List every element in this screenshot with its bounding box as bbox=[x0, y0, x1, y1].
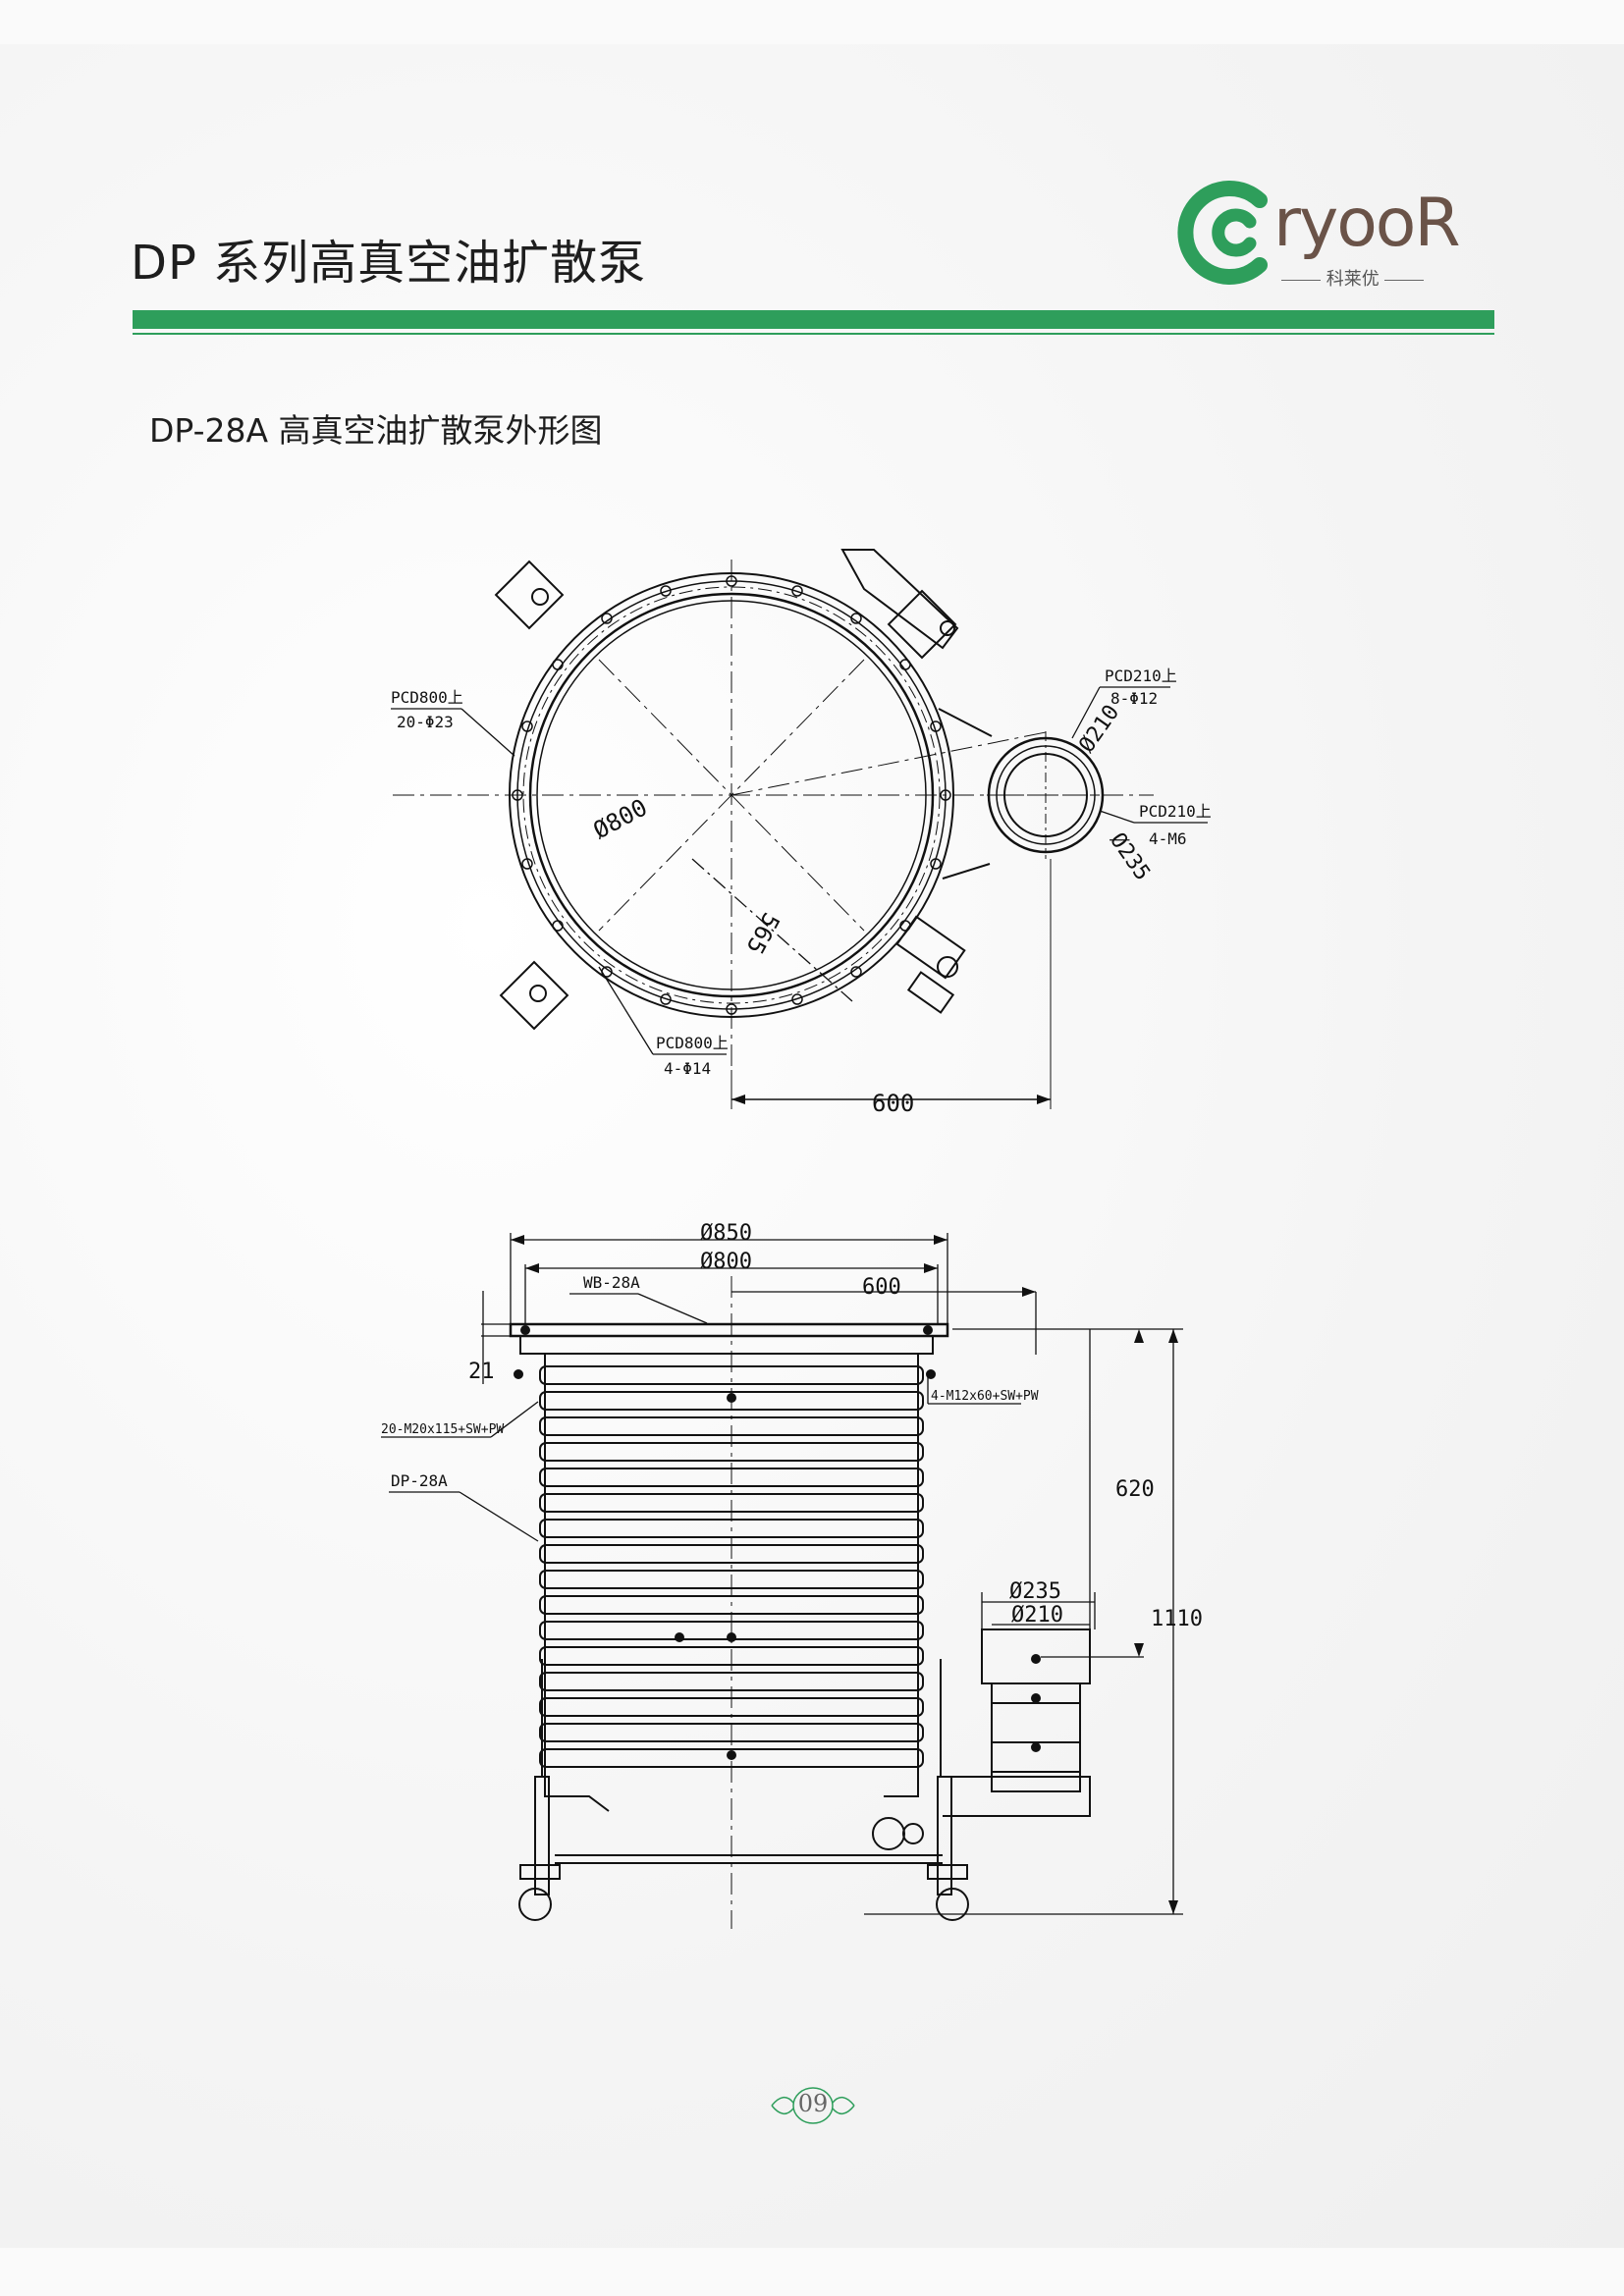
label-pcd210-b-1: PCD210上 bbox=[1139, 802, 1212, 821]
label-bolt-4: 4-M12x60+SW+PW bbox=[931, 1389, 1039, 1404]
label-dia-850: Ø850 bbox=[700, 1221, 752, 1246]
label-dia-235: Ø235 bbox=[1105, 828, 1155, 885]
label-dia-210: Ø210 bbox=[1074, 701, 1124, 758]
logo-wordmark: ryooR bbox=[1273, 185, 1461, 262]
bolt-markers bbox=[514, 1325, 1041, 1760]
label-dim-21: 21 bbox=[468, 1360, 495, 1384]
label-pcd800-b-1: PCD800上 bbox=[656, 1034, 729, 1052]
left-caster bbox=[518, 1888, 552, 1921]
logo-subtitle: 科莱优 bbox=[1281, 265, 1458, 291]
left-leg bbox=[534, 1776, 550, 1896]
side-view bbox=[381, 1233, 1183, 1929]
label-dia-235-side: Ø235 bbox=[1009, 1579, 1061, 1604]
brand-logo: ryooR 科莱优 bbox=[1173, 179, 1468, 301]
top-view bbox=[391, 549, 1208, 1109]
logo-subtitle-text: 科莱优 bbox=[1326, 269, 1380, 290]
right-leg bbox=[937, 1776, 952, 1896]
label-bolt-20: 20-M20x115+SW+PW bbox=[381, 1422, 504, 1437]
label-dp-28a: DP-28A bbox=[391, 1471, 448, 1490]
header-rule-thin bbox=[133, 333, 1494, 335]
ornament-icon bbox=[771, 2087, 855, 2124]
page-number: 09 bbox=[797, 2090, 829, 2117]
right-caster bbox=[936, 1888, 969, 1921]
label-dim-620: 620 bbox=[1115, 1477, 1155, 1502]
header-rule-thick bbox=[133, 310, 1494, 329]
label-wb-28a: WB-28A bbox=[583, 1273, 640, 1292]
logo-mark-icon bbox=[1177, 181, 1268, 285]
page-background bbox=[0, 44, 1624, 2248]
label-dia-800: Ø800 bbox=[589, 793, 652, 844]
label-pcd210-a-2: 8-Φ12 bbox=[1110, 689, 1158, 708]
label-dia-800-side: Ø800 bbox=[700, 1250, 752, 1274]
page-number-badge: 09 bbox=[768, 2081, 858, 2130]
label-pcd210-a-1: PCD210上 bbox=[1105, 667, 1177, 685]
label-pcd800-a-2: 20-Φ23 bbox=[397, 713, 454, 731]
label-dia-210-side: Ø210 bbox=[1011, 1603, 1063, 1628]
page-title: DP 系列高真空油扩散泵 bbox=[131, 236, 647, 291]
label-pcd210-b-2: 4-M6 bbox=[1149, 829, 1187, 848]
side-view-labels: Ø850 Ø800 600 WB-28A 21 20-M20x115+SW+PW… bbox=[381, 1221, 1203, 1631]
mounting-brackets bbox=[494, 549, 966, 1031]
label-dim-565: 565 bbox=[740, 908, 785, 958]
label-pcd800-a-1: PCD800上 bbox=[391, 688, 463, 707]
label-pcd800-b-2: 4-Φ14 bbox=[664, 1059, 711, 1078]
label-dim-600: 600 bbox=[872, 1090, 914, 1117]
top-view-labels: PCD800上 20-Φ23 PCD210上 8-Φ12 PCD210上 4-M… bbox=[391, 667, 1212, 1117]
label-dim-600-side: 600 bbox=[862, 1275, 901, 1300]
label-dim-1110: 1110 bbox=[1151, 1607, 1203, 1631]
top-flange bbox=[509, 1322, 949, 1338]
drawing-title: DP-28A 高真空油扩散泵外形图 bbox=[149, 411, 603, 450]
